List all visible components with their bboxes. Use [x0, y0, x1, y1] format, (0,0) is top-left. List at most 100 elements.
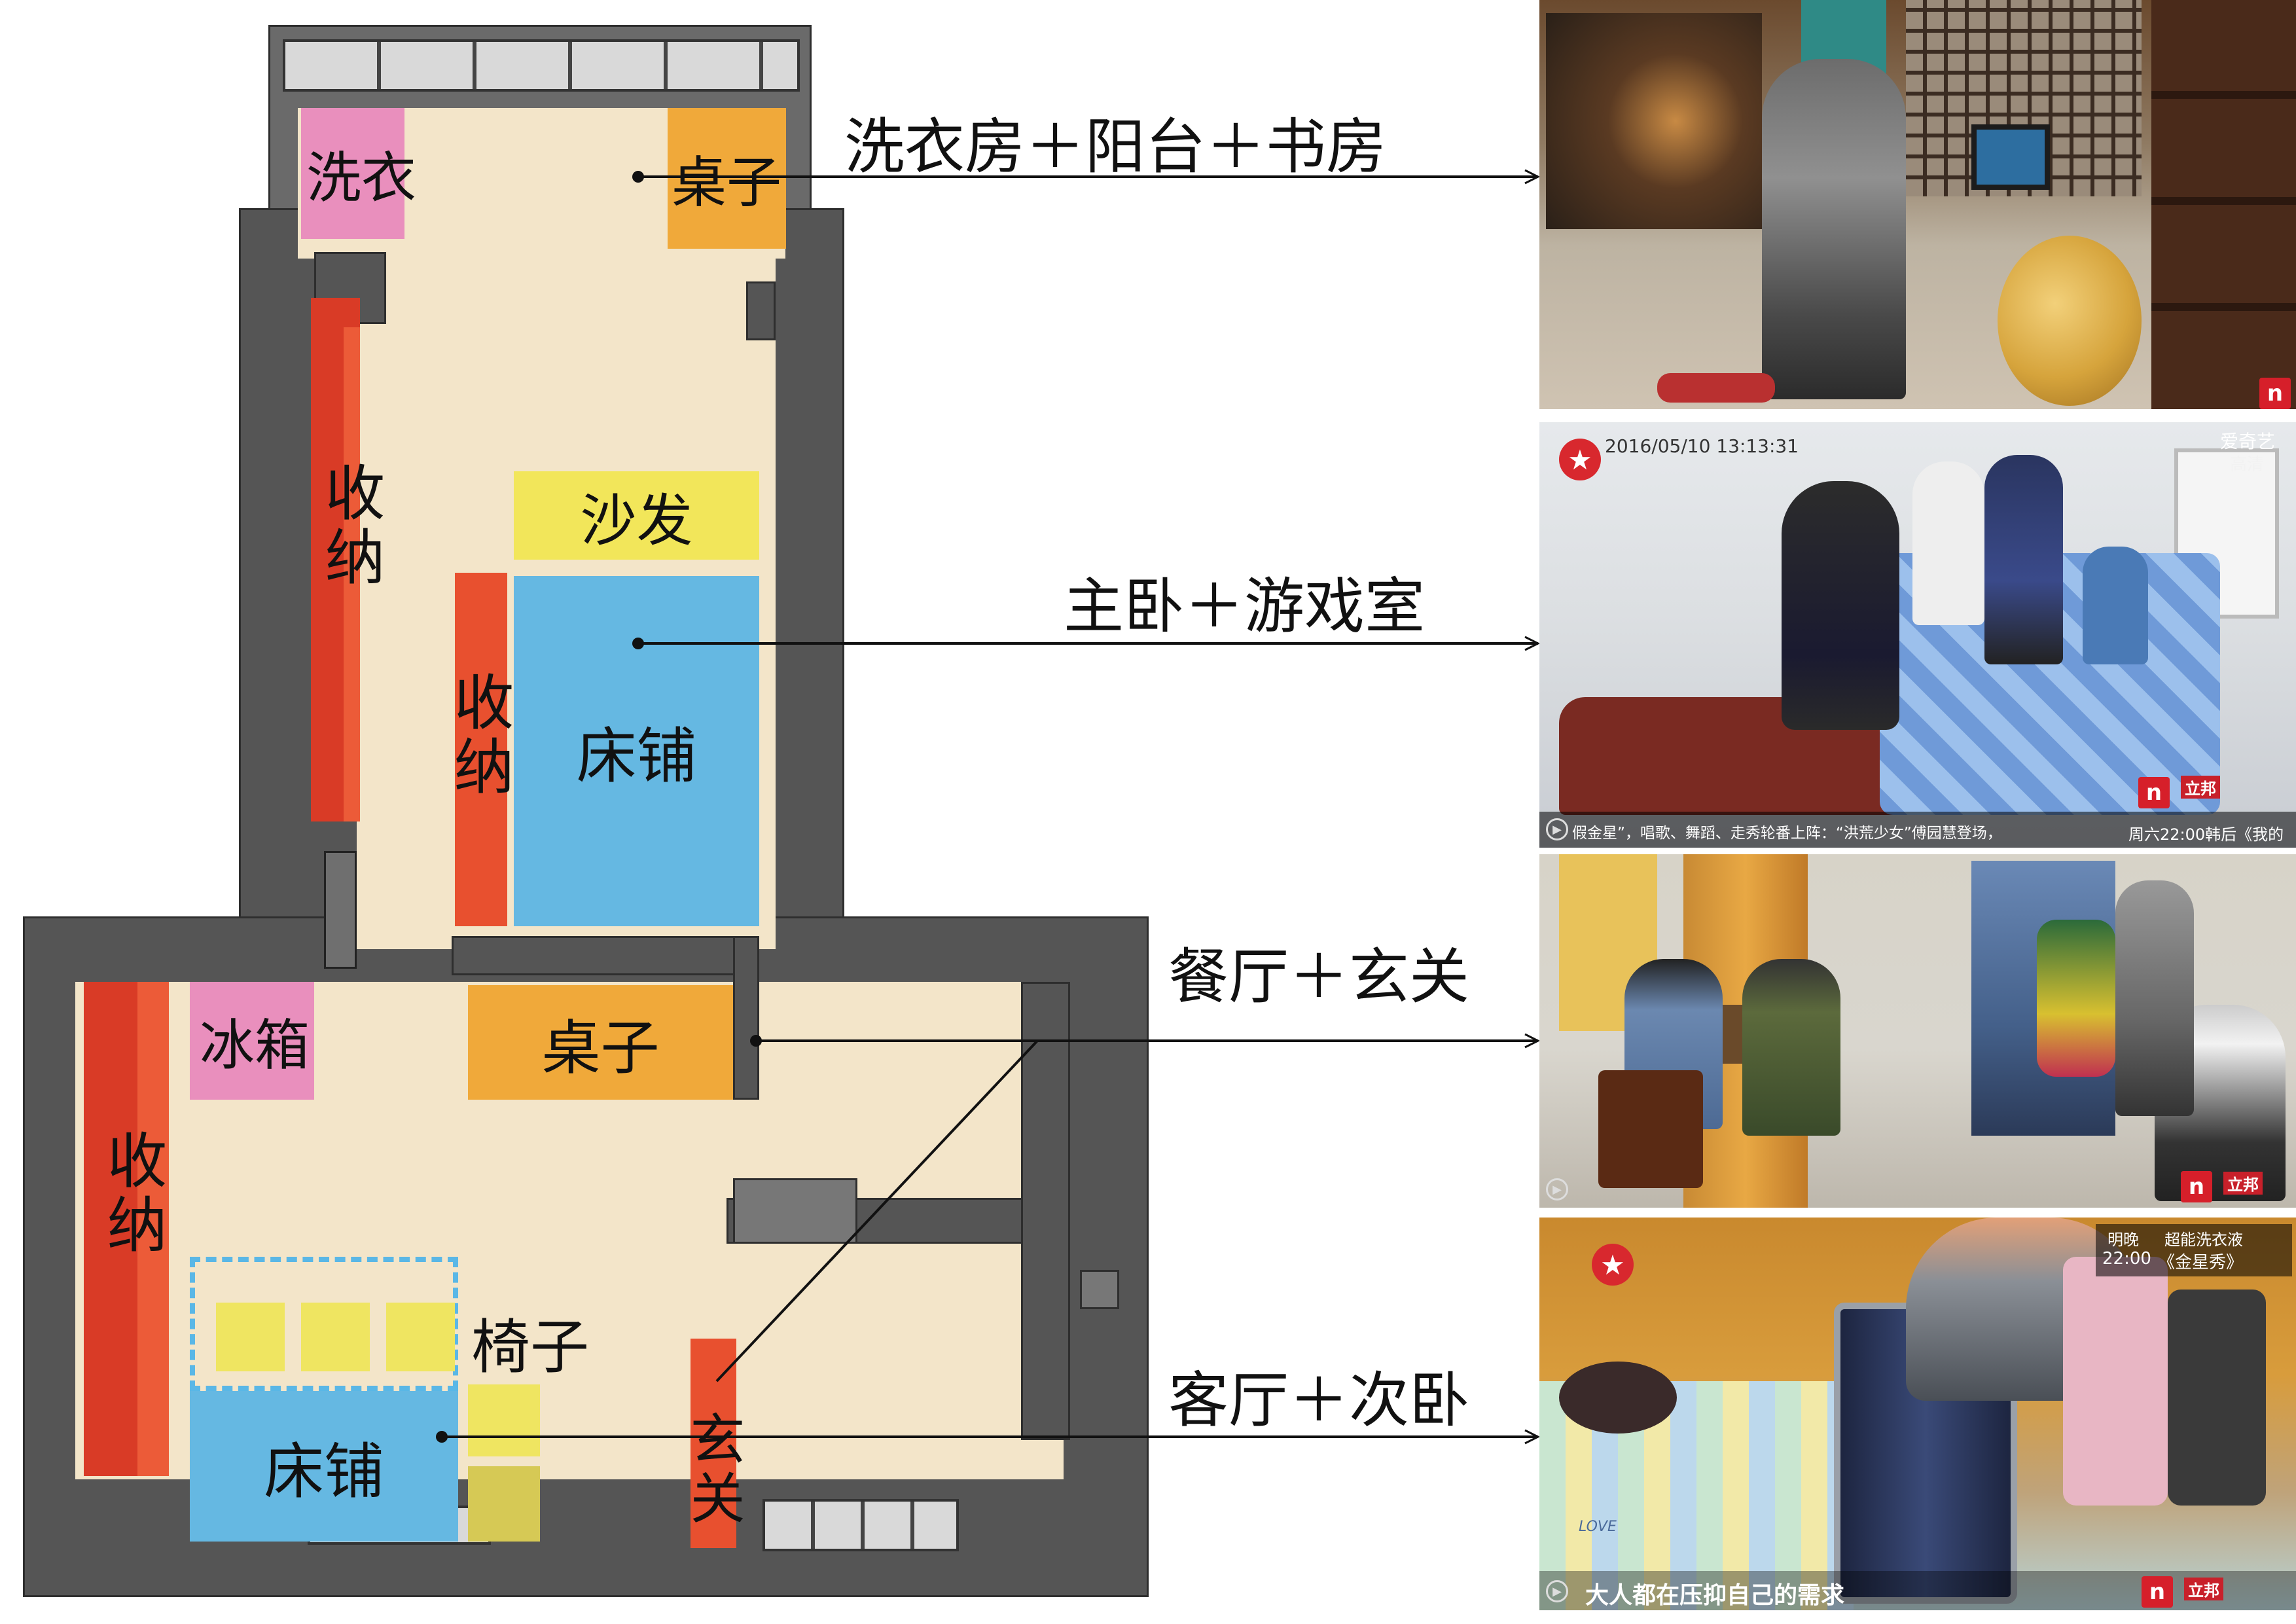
promo-box-p4 [2096, 1224, 2292, 1276]
bed-living-zone: 床铺 [190, 1391, 458, 1542]
laundry-zone: 洗衣 [301, 108, 416, 239]
promo-show-p4: 《金星秀》 [2158, 1253, 2244, 1272]
wall-side-box [1080, 1270, 1119, 1309]
timestamp-p2: 2016/05/10 13:13:31 [1605, 435, 1799, 457]
connector-4 [436, 1431, 1538, 1443]
stroller [2168, 1290, 2266, 1506]
hanging-bags [2037, 920, 2115, 1077]
tv-badge-p2: n [2138, 777, 2170, 808]
tv-badge-p1-text: n [2267, 380, 2284, 406]
fridge-zone: 冰箱 [190, 982, 314, 1100]
quality-p2: 高清 [2230, 455, 2265, 475]
ticker-bar-p2 [1539, 812, 2296, 848]
promo-line2-p4: 超能洗衣液 [2164, 1231, 2243, 1249]
desk-dining-label: 桌子 [541, 1013, 660, 1083]
chair-dining [1598, 1070, 1703, 1188]
adult-figure [1782, 481, 1899, 730]
caption-p4: 大人都在压抑自己的需求 [1585, 1582, 1845, 1609]
tv-badge-p2-text: n [2145, 780, 2162, 806]
sponsor-p4: 立邦 [2184, 1578, 2223, 1600]
chair-block-1 [216, 1303, 285, 1371]
storage-left-zone-light [344, 327, 360, 821]
room-label-dining-entrance: 餐厅＋玄关 [1168, 942, 1470, 1012]
entrance-zone [691, 1339, 736, 1548]
watermark-p2: 爱奇艺 [2220, 431, 2276, 452]
tv-badge-p4-text: n [2149, 1579, 2166, 1605]
photo-master-playroom: ★ 2016/05/10 13:13:31 爱奇艺 高清 ▶ 假金星”，唱歌、舞… [1539, 422, 2296, 848]
wall-box-mid [733, 1178, 857, 1244]
connector-1 [632, 171, 1538, 183]
sofa-zone: 沙发 [514, 471, 759, 560]
child-figure-2 [1984, 455, 2063, 664]
person-at-desk [1762, 59, 1906, 399]
sponsor-p3: 立邦 [2223, 1172, 2263, 1195]
clothes-pile [1559, 1362, 1677, 1434]
photo-living-secondbed: LOVE ★ 明晚 22:00 超能洗衣液 《金星秀》 ▶ 大人都在压抑自己的需… [1539, 1218, 2296, 1610]
bed-living-label: 床铺 [263, 1436, 384, 1507]
tv-badge-p4: n [2142, 1576, 2173, 1608]
entrance-label: 玄关 [681, 1411, 745, 1528]
child-figure-3 [2083, 547, 2148, 664]
channel-logo-p4: ★ [1592, 1244, 1634, 1286]
connector-3 [715, 1035, 1538, 1382]
chair-block-4 [468, 1384, 540, 1456]
chair-block-3 [386, 1303, 455, 1371]
bookshelf [2151, 0, 2296, 409]
chair-block-5 [468, 1466, 540, 1542]
play-icon-p3: ▶ [1546, 1178, 1568, 1200]
pink-curtain [2063, 1257, 2168, 1506]
toys-floor [1657, 373, 1775, 403]
connector-2 [632, 638, 1538, 649]
wall-partition-right [1021, 982, 1070, 1440]
storage-bottom-zone-light [137, 982, 169, 1476]
floor-lower-right [749, 982, 1057, 1178]
desk-top-label: 桌子 [672, 151, 782, 215]
promo-line1-p4: 明晚 [2108, 1231, 2139, 1249]
child-figure-1 [1912, 461, 1984, 625]
bed-master-zone: 床铺 [514, 576, 759, 926]
door-frame-left [324, 851, 357, 969]
photo-dining-entrance: ▶ n 立邦 [1539, 854, 2296, 1208]
sponsor-p2: 立邦 [2181, 776, 2220, 799]
fridge-label: 冰箱 [200, 1013, 310, 1077]
tv-badge-p3-text: n [2188, 1174, 2205, 1200]
desk-dining-zone: 桌子 [468, 985, 733, 1100]
promo-p2: 周六22:00韩后《我的 [2128, 825, 2284, 844]
promo-time-p4: 22:00 [2102, 1249, 2151, 1269]
room-label-master-playroom: 主卧＋游戏室 [1064, 571, 1426, 641]
toy-car [1998, 236, 2142, 406]
desk-top-zone: 桌子 [668, 108, 786, 249]
play-icon-p2: ▶ [1546, 818, 1568, 840]
diner-2 [1742, 959, 1840, 1136]
wall-pillar-right [746, 281, 776, 340]
floor-plan: 洗衣 桌子 收纳 沙发 收纳 床铺 冰箱 桌子 收纳 椅子 [23, 25, 1149, 1597]
chair-block-2 [301, 1303, 370, 1371]
storage-mid-label: 收纳 [444, 671, 514, 799]
wall-stub-dining [733, 936, 759, 1100]
photo-laundry-balcony-study: n [1539, 0, 2296, 409]
bed-master-label: 床铺 [576, 721, 697, 791]
ticker-p2: 假金星”，唱歌、舞蹈、走秀轮番上阵：“洪荒少女”傅园慧登场，大过一把喜剧瘾。 [1572, 825, 1998, 842]
room-label-laundry-balcony-study: 洗衣房＋阳台＋书房 [844, 112, 1387, 182]
tv-badge-p3: n [2181, 1171, 2212, 1202]
computer-monitor [1971, 124, 2050, 190]
storage-mid-zone [455, 573, 507, 926]
storage-left-label: 收纳 [315, 461, 385, 590]
chair-area-outline [190, 1257, 458, 1391]
wall-divider-dining [452, 936, 759, 975]
channel-logo-p2: ★ [1559, 439, 1601, 480]
sofa-label: 沙发 [580, 488, 693, 554]
storage-bottom-label: 收纳 [97, 1129, 167, 1257]
room-label-living-secondbed: 客厅＋次卧 [1168, 1365, 1470, 1435]
fabric-text-p4: LOVE [1579, 1519, 1617, 1535]
balcony-window [283, 39, 800, 92]
laundry-label: 洗衣 [306, 145, 417, 210]
standing-person [2115, 880, 2194, 1116]
chairs-label: 椅子 [471, 1313, 589, 1382]
window-night-scene [1546, 13, 1762, 229]
tv-badge-p1: n [2259, 378, 2291, 409]
play-icon-p4: ▶ [1546, 1580, 1568, 1602]
window-bottom-right [762, 1499, 959, 1551]
